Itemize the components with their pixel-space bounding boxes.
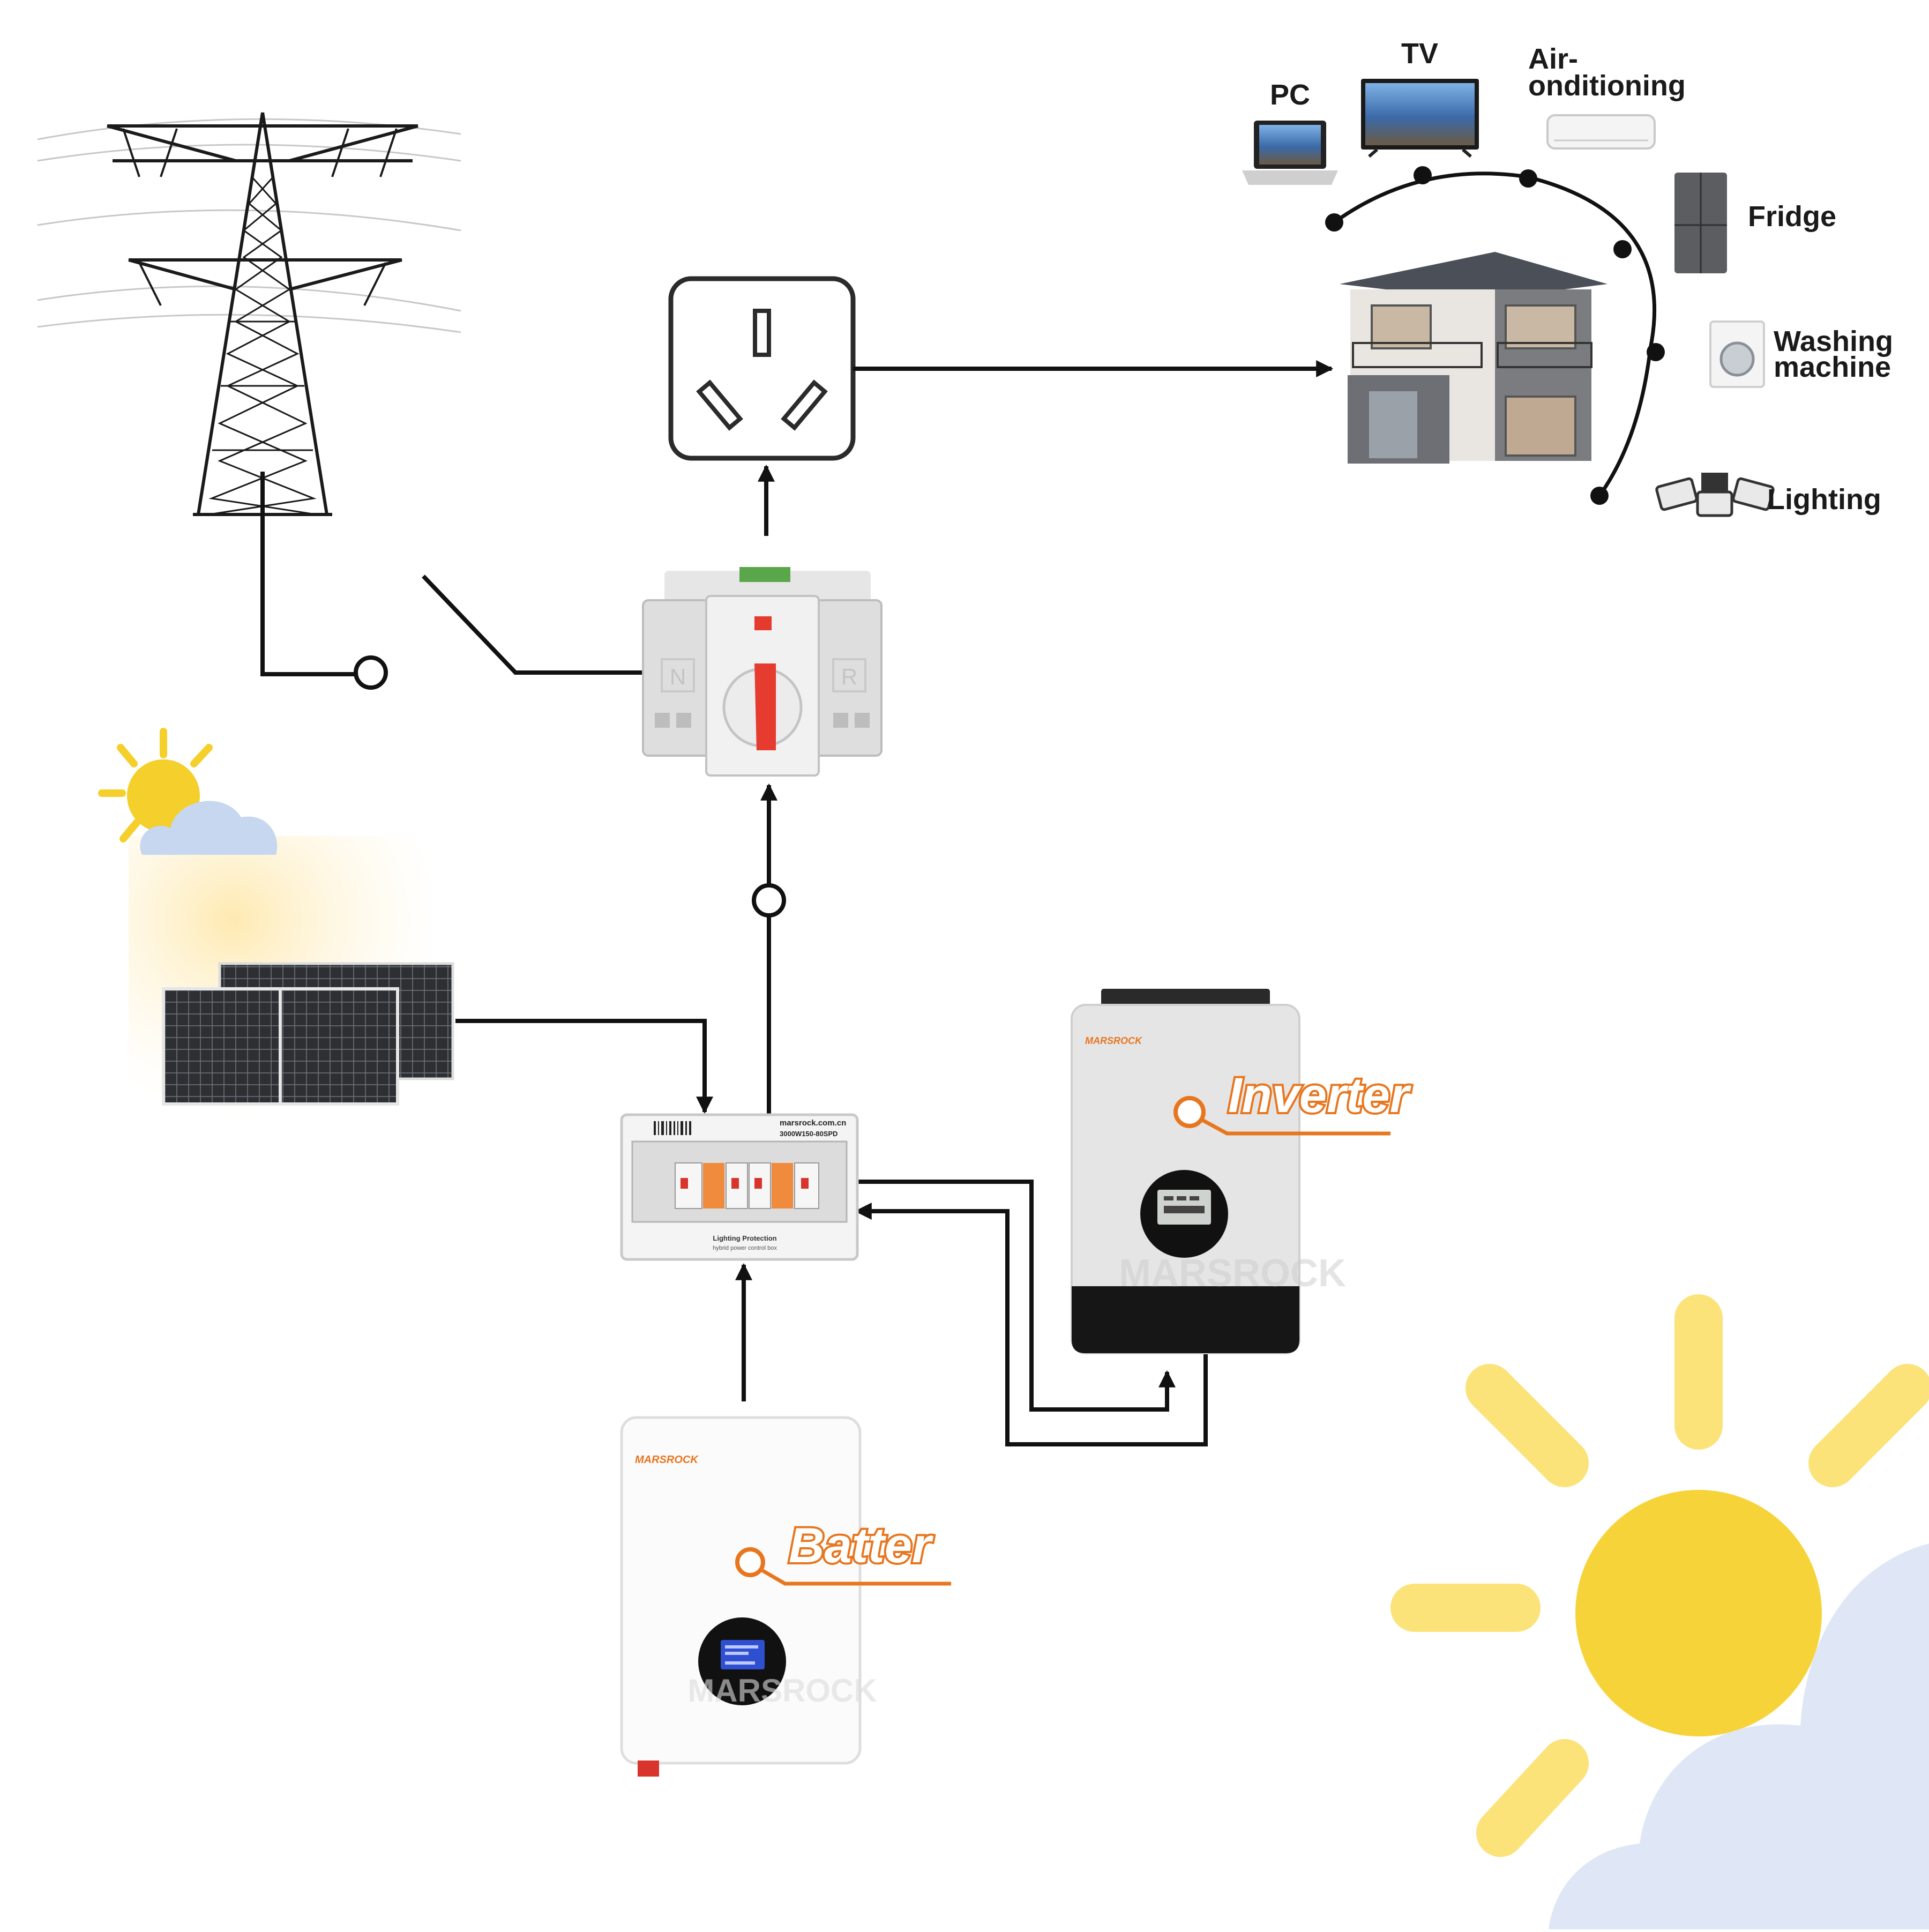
air-conditioner-icon	[1546, 114, 1656, 150]
controlbox-url: marsrock.com.cn	[780, 1118, 846, 1128]
inverter-callout	[1173, 1096, 1390, 1136]
transfer-switch-icon: N R	[642, 567, 883, 777]
appliance-arc	[1325, 166, 1665, 505]
washing-machine-icon	[1709, 320, 1765, 388]
tv-label: TV	[1401, 38, 1438, 70]
inverter-watermark: MARSROCK	[1119, 1252, 1346, 1295]
barcode	[654, 1121, 691, 1135]
battery-icon: MARSROCK MARSROCK Batter	[620, 1416, 951, 1777]
battery-label: Batter	[789, 1518, 933, 1573]
controlbox-model: 3000W150-80SPD	[780, 1130, 838, 1138]
washing-machine-label-line2: machine	[1774, 351, 1891, 383]
battery-callout	[735, 1547, 951, 1586]
house-icon	[1340, 252, 1608, 464]
socket-icon	[668, 276, 856, 461]
inverter-icon: MARSROCK MARSROCK Inverter	[1071, 989, 1414, 1354]
pc-label: PC	[1270, 79, 1310, 111]
tv-icon	[1361, 79, 1479, 158]
wiring	[260, 360, 1334, 1446]
lamp-icon	[1655, 473, 1775, 517]
battery-brand: MARSROCK	[635, 1454, 699, 1466]
air-conditioning-label-line1: Air-	[1528, 43, 1578, 75]
control-box-icon: marsrock.com.cn 3000W150-80SPD Lighting …	[620, 1113, 859, 1261]
fridge-label: Fridge	[1748, 200, 1836, 233]
big-sun-cloud-icon	[1390, 1294, 1929, 1929]
switch-right-label: R	[841, 664, 857, 689]
solar-panel-icon	[162, 962, 454, 1106]
controlbox-title: Lighting Protection	[713, 1234, 776, 1242]
breakers	[675, 1162, 819, 1209]
inverter-label: Inverter	[1228, 1068, 1411, 1123]
laptop-icon	[1242, 121, 1338, 185]
lighting-label: Lighting	[1767, 483, 1881, 516]
switch-left-label: N	[670, 664, 686, 689]
transmission-tower-icon	[37, 112, 461, 516]
inverter-brand: MARSROCK	[1085, 1035, 1143, 1046]
air-conditioning-label-line2: onditioning	[1528, 70, 1686, 102]
fridge-icon	[1674, 173, 1727, 273]
controlbox-subtitle: hybrid power control box	[713, 1245, 777, 1251]
washing-machine-label-line1: Washing	[1774, 325, 1893, 357]
battery-watermark: MARSROCK	[687, 1673, 877, 1709]
